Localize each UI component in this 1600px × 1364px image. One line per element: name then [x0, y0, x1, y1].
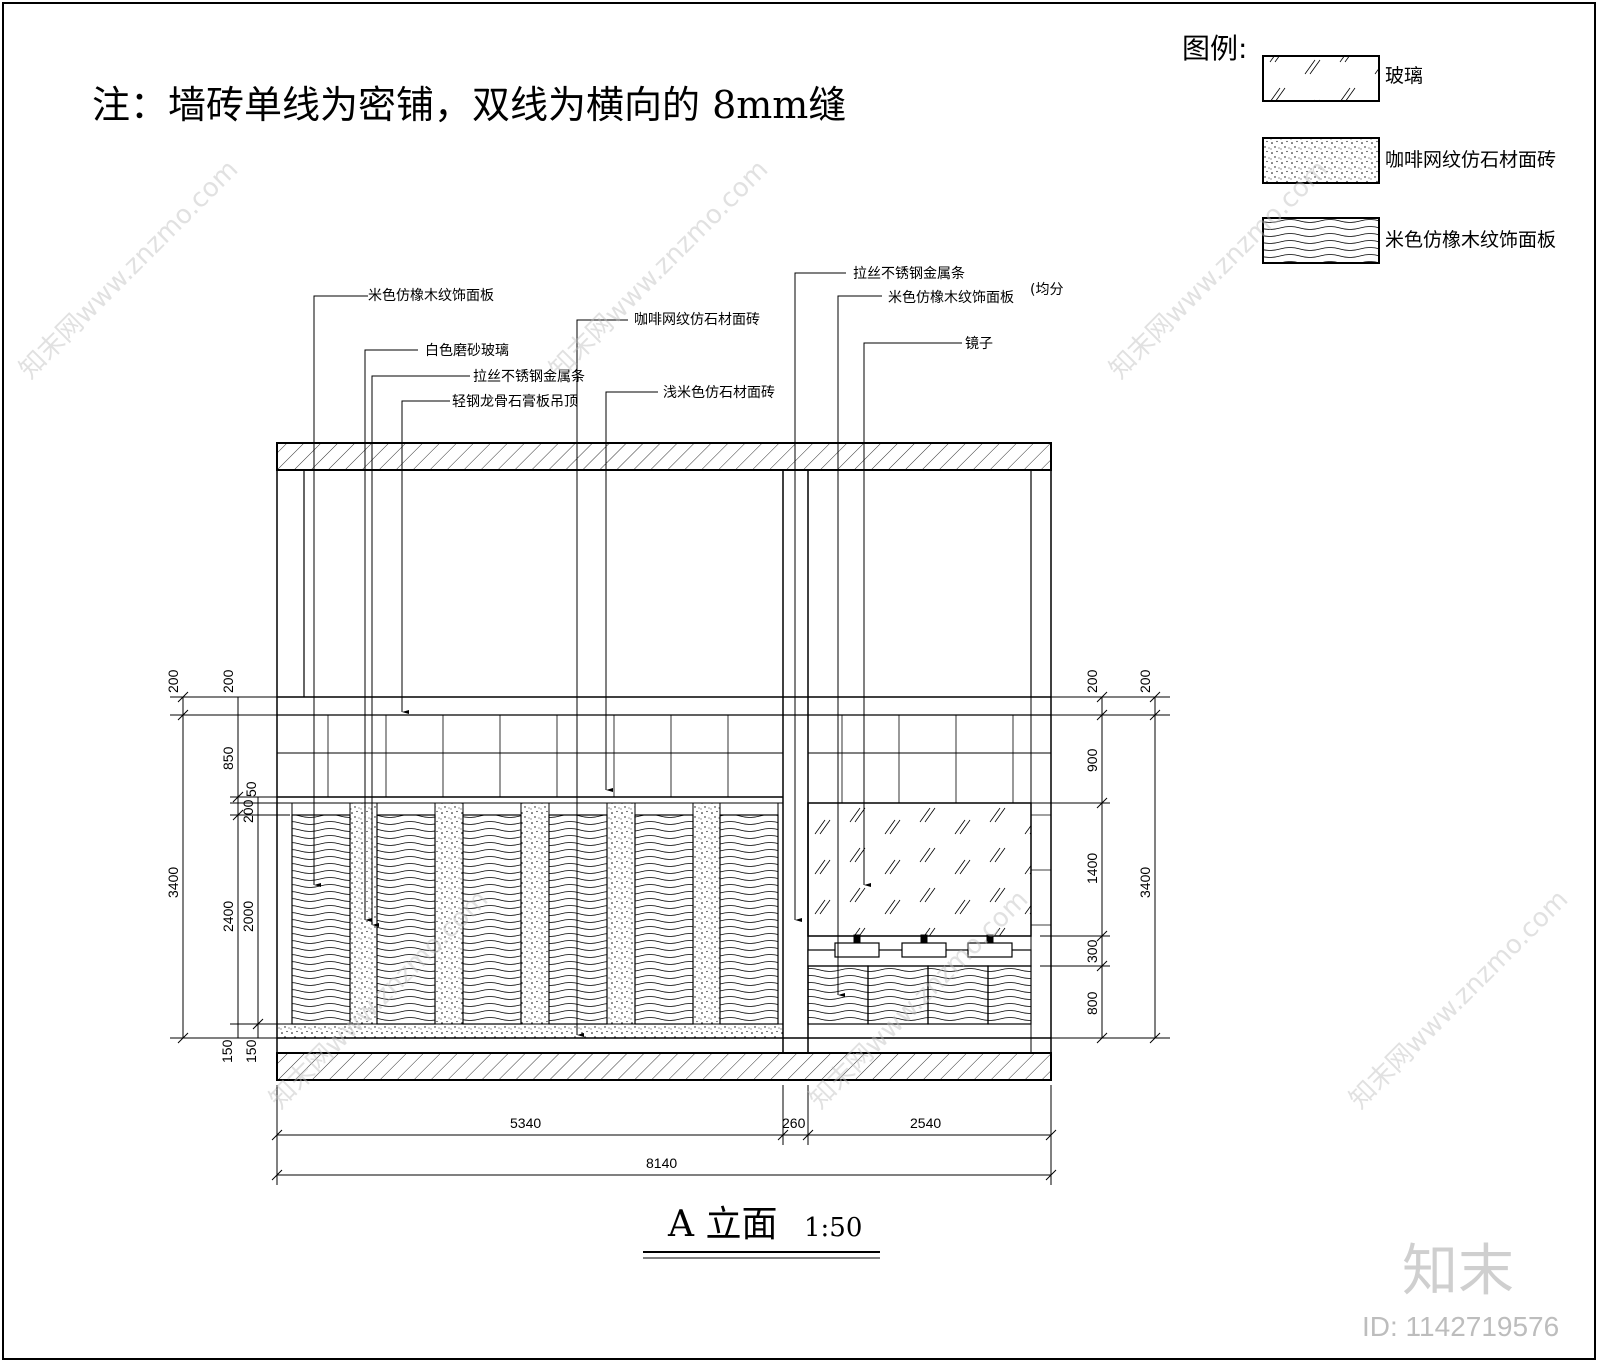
cabinet-door	[867, 965, 929, 1025]
faucet-icon	[853, 934, 861, 944]
glass-strips-left	[291, 802, 779, 1025]
cabinet-door	[987, 965, 1032, 1025]
faucet-icon	[920, 934, 928, 944]
watermark-id: ID: 1142719576	[1362, 1311, 1559, 1342]
watermarks: 知末网www.znzmo.com 知末网www.znzmo.com 知末网www…	[14, 154, 1575, 1342]
leader-label: 咖啡网纹仿石材面砖	[634, 312, 760, 328]
legend-title: 图例:	[1182, 32, 1247, 65]
dim-bottom-8140: 8140	[646, 1155, 677, 1171]
note-text: 注：墙砖单线为密铺，双线为横向的 8mm缝	[92, 83, 846, 127]
leader-label: (均分	[1030, 282, 1063, 298]
legend-wood-swatch	[1262, 217, 1380, 264]
dim-right-inner-200: 200	[1084, 669, 1100, 693]
dim-right-outer-200: 200	[1137, 669, 1153, 693]
dim-left-inner-200: 200	[220, 669, 236, 693]
dim-right-inner-300: 300	[1084, 939, 1100, 963]
dimension-lines	[170, 691, 1170, 1185]
legend-glass-label: 玻璃	[1385, 65, 1423, 87]
sink	[901, 942, 947, 958]
dim-left-inner-850: 850	[220, 746, 236, 770]
wood-panels-left	[291, 814, 779, 1025]
dim-right-inner-800: 800	[1084, 991, 1100, 1015]
watermark-logo: 知末	[1402, 1239, 1514, 1304]
watermark-site: 知末网www.znzmo.com	[14, 154, 245, 385]
dim-left-outer-150: 150	[219, 1039, 235, 1063]
wood-panel	[634, 814, 694, 1025]
elevation-structure	[276, 442, 1052, 1081]
dim-bottom-5340: 5340	[510, 1115, 541, 1131]
faucet-icon	[986, 934, 994, 944]
watermark-site: 知末网www.znzmo.com	[1104, 154, 1335, 385]
leader-label: 拉丝不锈钢金属条	[853, 265, 965, 282]
dimension-texts: 200 3400 150 200 850 50 200 2400 2000 15…	[165, 669, 1153, 1171]
leader-labels: 米色仿橡木纹饰面板 白色磨砂玻璃 拉丝不锈钢金属条 轻钢龙骨石膏板吊顶 咖啡网纹…	[368, 265, 1063, 410]
mirror	[807, 802, 1032, 937]
bottom-slab	[276, 1052, 1052, 1081]
dim-left-inner-200b: 200	[240, 799, 256, 823]
top-slab	[276, 442, 1052, 471]
dim-bottom-2540: 2540	[910, 1115, 941, 1131]
sink	[834, 942, 880, 958]
dim-left-outer-200: 200	[165, 669, 181, 693]
legend: 图例: 玻璃 咖啡网纹仿石材面砖 米色仿橡木纹饰面板	[1182, 32, 1556, 264]
dim-right-inner-900: 900	[1084, 748, 1100, 772]
dim-left-inner-2400: 2400	[220, 901, 236, 932]
dim-bottom-260: 260	[782, 1115, 806, 1131]
cabinet-door	[927, 965, 989, 1025]
legend-wood-label: 米色仿橡木纹饰面板	[1385, 229, 1556, 251]
wood-panel	[548, 814, 608, 1025]
legend-stone-label: 咖啡网纹仿石材面砖	[1385, 149, 1556, 171]
leader-label: 米色仿橡木纹饰面板	[888, 289, 1014, 306]
title-scale: 1:50	[804, 1213, 862, 1243]
leader-lines	[313, 272, 962, 1037]
dim-left-inner-2000: 2000	[240, 901, 256, 932]
leader-label: 浅米色仿石材面砖	[663, 384, 775, 401]
dim-right-outer-3400: 3400	[1137, 867, 1153, 898]
legend-stone-swatch	[1262, 137, 1380, 184]
dim-left-inner-150: 150	[243, 1039, 259, 1063]
watermark-site: 知末网www.znzmo.com	[1344, 884, 1575, 1115]
watermark-site: 知末网www.znzmo.com	[544, 154, 775, 385]
leader-label: 拉丝不锈钢金属条	[473, 368, 585, 385]
wood-panel	[291, 814, 351, 1025]
dim-right-inner-1400: 1400	[1084, 853, 1100, 884]
wood-panel	[719, 814, 779, 1025]
dim-left-inner-50: 50	[243, 781, 259, 797]
leader-label: 白色磨砂玻璃	[425, 342, 509, 359]
legend-glass-swatch	[1262, 55, 1380, 102]
title-main: A 立面	[667, 1204, 777, 1245]
leader-label: 米色仿橡木纹饰面板	[368, 287, 494, 304]
leader-label: 轻钢龙骨石膏板吊顶	[452, 393, 578, 410]
drawing-title: A 立面 1:50	[643, 1204, 880, 1259]
dim-left-outer-3400: 3400	[165, 867, 181, 898]
leader-label: 镜子	[965, 336, 993, 352]
